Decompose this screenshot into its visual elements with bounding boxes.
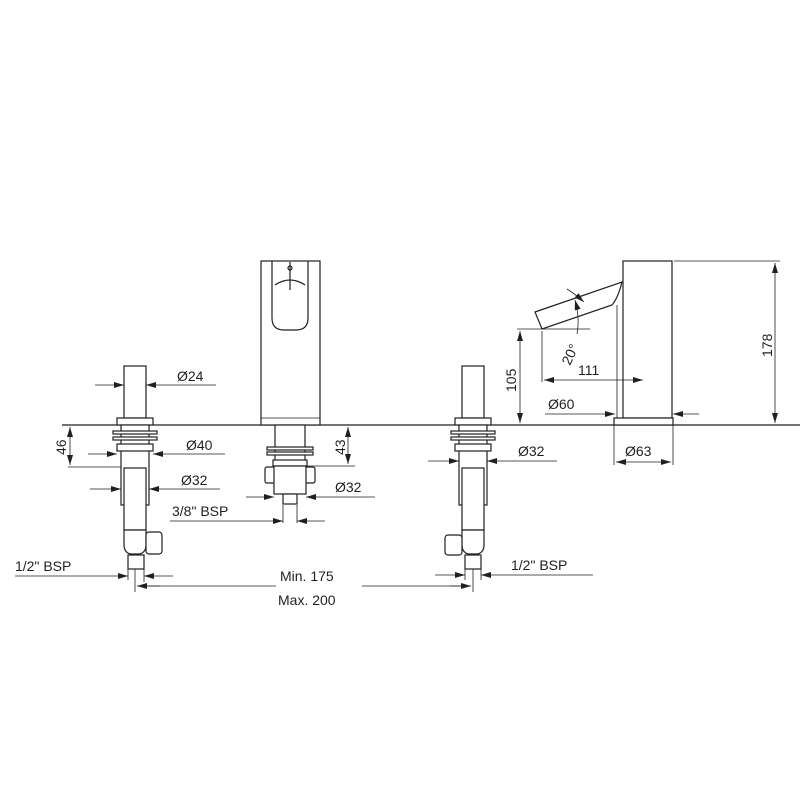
label-max: Max. 200 — [278, 592, 336, 608]
label-h43: 43 — [332, 439, 348, 455]
label-d60: Ø60 — [548, 396, 575, 412]
label-d32-right: Ø32 — [518, 443, 545, 459]
right-valve — [444, 365, 496, 570]
label-h46: 46 — [53, 439, 69, 455]
label-bsp38: 3/8" BSP — [172, 503, 228, 519]
label-min: Min. 175 — [280, 568, 334, 584]
label-d24: Ø24 — [177, 368, 204, 384]
label-h105: 105 — [503, 368, 519, 392]
left-valve — [112, 365, 163, 570]
label-bsp12-right: 1/2" BSP — [511, 557, 567, 573]
label-h178: 178 — [759, 333, 775, 357]
label-d63: Ø63 — [625, 443, 652, 459]
label-l111: 111 — [578, 362, 599, 378]
label-d32-center: Ø32 — [335, 479, 362, 495]
center-spout — [260, 260, 321, 505]
dimensions — [15, 260, 780, 592]
label-bsp12-left: 1/2" BSP — [15, 558, 71, 574]
label-d40: Ø40 — [186, 437, 213, 453]
label-d32-left: Ø32 — [181, 472, 208, 488]
